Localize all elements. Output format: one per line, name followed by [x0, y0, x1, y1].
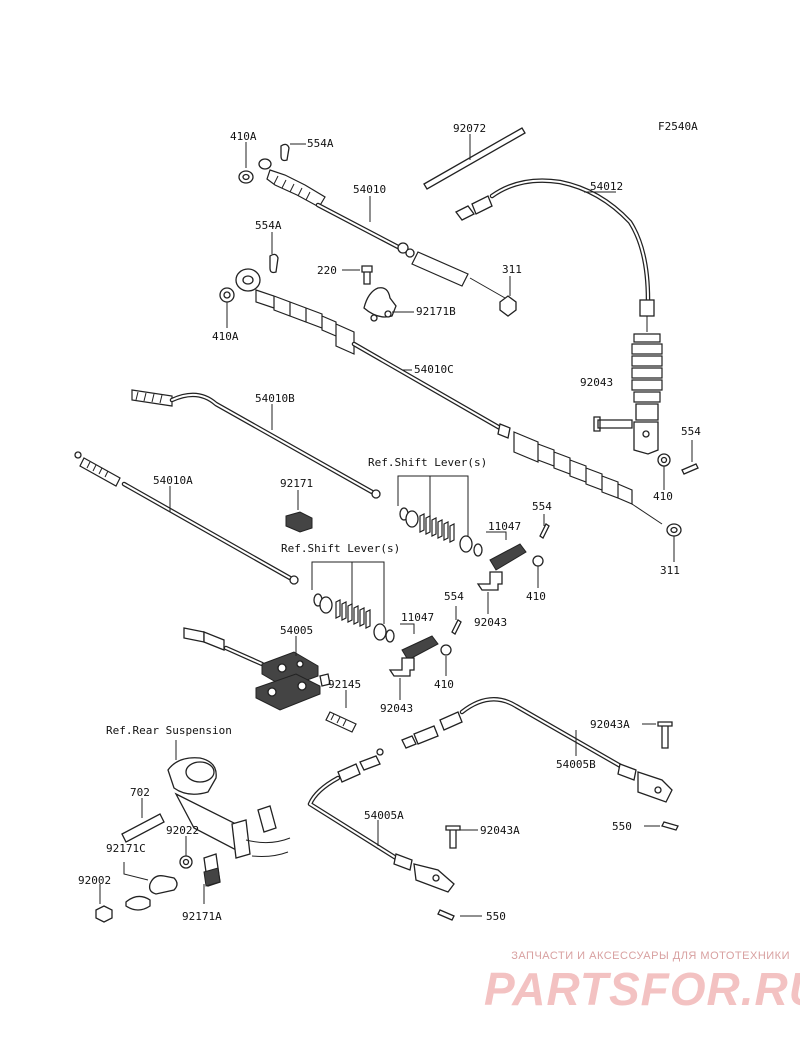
pin-92043-mid1 [476, 571, 503, 591]
pin-92043-mid2 [388, 657, 415, 677]
clamp-92002 [125, 895, 151, 911]
pin-92043-right [593, 416, 633, 432]
joint-11047-2 [401, 635, 439, 661]
spring-assembly-2 [313, 593, 395, 643]
label-702: 702 [130, 786, 150, 799]
label-554A-1: 554A [307, 137, 334, 150]
label-92072: 92072 [453, 122, 486, 135]
washer-410-mid1 [532, 555, 544, 567]
label-92043A-1: 92043A [590, 718, 630, 731]
cable-54010 [258, 158, 506, 299]
cable-54010C [235, 268, 663, 525]
label-311-1: 311 [502, 263, 522, 276]
label-54005B: 54005B [556, 758, 596, 771]
watermark-logo: PARTSFOR.RU [484, 963, 800, 1015]
cotter-pin-554-mid2 [451, 619, 462, 635]
label-92171: 92171 [280, 477, 313, 490]
label-92002: 92002 [78, 874, 111, 887]
bolt-220 [361, 265, 373, 285]
label-92043-2: 92043 [474, 616, 507, 629]
label-11047-1: 11047 [488, 520, 521, 533]
pipe-702 [121, 813, 165, 843]
label-11047-2: 11047 [401, 611, 434, 624]
label-410-2: 410 [526, 590, 546, 603]
cotter-pin-554A-top [280, 143, 290, 162]
label-54005: 54005 [280, 624, 313, 637]
label-54012: 54012 [590, 180, 623, 193]
label-92171C: 92171C [106, 842, 146, 855]
label-410-3: 410 [434, 678, 454, 691]
cable-54010B [131, 389, 381, 499]
label-410-1: 410 [653, 490, 673, 503]
ref-shift-lever-2: Ref.Shift Lever(s) [281, 542, 400, 555]
label-554-2: 554 [532, 500, 552, 513]
pin-92043A-right [657, 721, 673, 749]
label-92171A: 92171A [182, 910, 222, 923]
label-220: 220 [317, 264, 337, 277]
label-92043-1: 92043 [580, 376, 613, 389]
joint-11047-1 [489, 543, 527, 571]
label-311-2: 311 [660, 564, 680, 577]
label-92145: 92145 [328, 678, 361, 691]
spring-assembly-1 [399, 507, 483, 557]
label-54010C: 54010C [414, 363, 454, 376]
label-92022: 92022 [166, 824, 199, 837]
label-92043A-2: 92043A [480, 824, 520, 837]
label-54010B: 54010B [255, 392, 295, 405]
cable-54005B [401, 697, 673, 803]
label-554-3: 554 [444, 590, 464, 603]
washer-410-mid2 [440, 644, 452, 656]
cotter-pin-550-right [661, 821, 679, 831]
label-92043-3: 92043 [380, 702, 413, 715]
label-54005A: 54005A [364, 809, 404, 822]
cable-54005A [307, 748, 455, 893]
figure-code: F2540A [658, 120, 698, 133]
spring-92145 [325, 711, 357, 733]
label-554-1: 554 [681, 425, 701, 438]
ref-shift-lever-1: Ref.Shift Lever(s) [368, 456, 487, 469]
label-550-1: 550 [612, 820, 632, 833]
lever-assembly-54005 [183, 627, 331, 711]
label-550-2: 550 [486, 910, 506, 923]
label-54010: 54010 [353, 183, 386, 196]
clip-92171 [285, 511, 313, 533]
label-54010A: 54010A [153, 474, 193, 487]
clip-92171C [148, 875, 178, 895]
cotter-pin-550-bottom [437, 909, 455, 921]
cotter-pin-554-right [681, 463, 699, 475]
cotter-pin-554A-mid [269, 253, 279, 274]
cable-54012 [455, 178, 663, 455]
pin-92043A-bottom [445, 825, 461, 849]
rear-suspension-bracket [167, 757, 291, 859]
clamp-92171B [363, 287, 397, 318]
nut-311-top [499, 295, 517, 317]
label-92171B: 92171B [416, 305, 456, 318]
cable-54010A [74, 451, 299, 585]
ref-rear-suspension: Ref.Rear Suspension [106, 724, 232, 737]
tie-band-92072 [423, 127, 526, 190]
label-410A-2: 410A [212, 330, 239, 343]
label-554A-2: 554A [255, 219, 282, 232]
cotter-pin-554-mid1 [539, 523, 550, 539]
bolt-92002 [95, 905, 113, 923]
watermark-tagline: ЗАПЧАСТИ И АКСЕССУАРЫ ДЛЯ МОТОТЕХНИКИ [511, 950, 790, 962]
label-410A-1: 410A [230, 130, 257, 143]
